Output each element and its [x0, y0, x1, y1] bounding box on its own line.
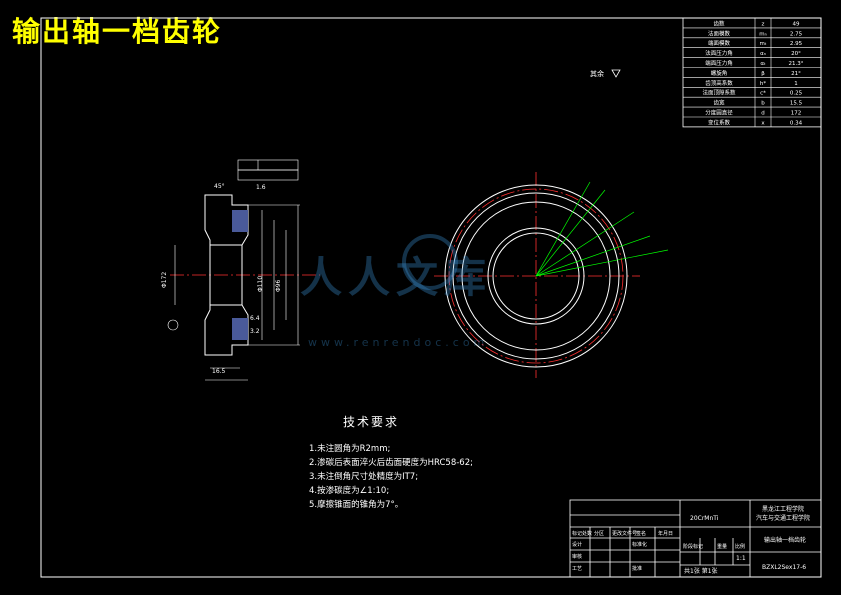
bore-circle: [492, 232, 580, 320]
param-cell: 49: [793, 21, 800, 27]
param-cell: 1: [794, 81, 798, 87]
dimension-label: Φ172: [161, 272, 168, 288]
bore-outer-circle: [487, 227, 585, 325]
svg-text:其余: 其余: [590, 69, 604, 78]
technical-requirements: 技术要求: [343, 415, 399, 429]
param-cell: 2.75: [790, 31, 803, 37]
svg-text:审核: 审核: [572, 553, 582, 560]
param-cell: 2.95: [790, 41, 803, 47]
param-cell: αₜ: [760, 61, 766, 67]
svg-text:设计: 设计: [572, 541, 582, 548]
tech-item: 1.未注圆角为R2mm;: [309, 443, 390, 454]
dept-label: 汽车与交通工程学院: [756, 514, 810, 522]
dimension-label: Φ96: [275, 279, 282, 292]
section-hatch-bottom: [232, 318, 248, 340]
param-cell: 端面模数: [708, 39, 731, 47]
svg-text:人人文库: 人人文库: [300, 253, 492, 302]
param-cell: 172: [791, 111, 802, 117]
svg-text:www.renrendoc.com: www.renrendoc.com: [308, 336, 488, 349]
svg-text:比例: 比例: [735, 543, 745, 550]
param-cell: x: [761, 120, 765, 126]
tech-item: 5.摩擦锥面的锥角为7°。: [309, 499, 403, 510]
param-cell: 齿数: [713, 19, 725, 27]
svg-text:更改文件号: 更改文件号: [612, 530, 637, 537]
leader-line-1: [535, 181, 591, 277]
param-cell: 15.5: [790, 101, 803, 107]
hub-circle: [461, 201, 611, 351]
dimension-label: Φ110: [257, 276, 264, 292]
param-cell: z: [762, 21, 765, 27]
roughness-icon: [611, 69, 621, 78]
gear-front-view: [434, 172, 669, 378]
technical-requirements-list: 1.未注圆角为R2mm; 2.渗碳后表面淬火后齿面硬度为HRC58-62; 3.未注…: [309, 443, 473, 510]
param-cell: 齿顶高系数: [705, 79, 733, 87]
svg-text:技术要求: 技术要求: [343, 415, 399, 429]
param-cell: 21°: [791, 71, 801, 77]
param-cell: 法面顶隙系数: [702, 89, 736, 97]
dimension-label: 16.5: [212, 368, 226, 375]
svg-text:年月日: 年月日: [658, 530, 673, 537]
tech-item: 2.渗碳后表面淬火后齿面硬度为HRC58-62;: [309, 457, 473, 468]
roughness-note: 其余: [590, 69, 621, 78]
watermark-logo-icon: [402, 234, 458, 290]
leader-line-5: [535, 249, 669, 277]
svg-text:批准: 批准: [632, 565, 642, 572]
scale-label: 1:1: [736, 555, 746, 562]
param-cell: 变位系数: [708, 118, 731, 126]
dimension-label: 45°: [214, 183, 225, 190]
dimension-label: 3.2: [250, 328, 260, 335]
watermark: 人人文库 www.renrendoc.com: [300, 234, 492, 349]
drawing-frame: [40, 17, 822, 578]
svg-text:标准化: 标准化: [632, 541, 647, 548]
section-hatch-top: [232, 210, 248, 232]
param-cell: 法面压力角: [705, 49, 733, 57]
gear-section-view: [167, 159, 320, 381]
param-cell: 20°: [791, 51, 801, 57]
svg-text:标记处数: 标记处数: [572, 530, 592, 537]
svg-text:分区: 分区: [594, 530, 604, 537]
parameters-table: 齿数 z 49 法面模数 mₙ 2.75 端面模数 mₜ 2.95 法面压力角 αₙ 20° 端面压力角…: [682, 17, 822, 128]
material-label: 20CrMnTi: [690, 515, 719, 522]
param-cell: mₙ: [759, 31, 767, 37]
tech-item: 4.按渗碳度为∠1:10;: [309, 485, 389, 496]
svg-text:阶段标记: 阶段标记: [683, 543, 703, 550]
param-cell: 0.25: [790, 91, 803, 97]
leader-line-2: [535, 189, 606, 277]
pitch-circle: [448, 188, 624, 364]
param-cell: αₙ: [760, 51, 766, 57]
tip-circle: [444, 184, 628, 368]
tech-item: 3.未注倒角尺寸处精度为IT7;: [309, 471, 418, 482]
svg-text:工艺: 工艺: [572, 566, 582, 572]
leader-line-3: [535, 211, 635, 277]
param-cell: 21.3°: [789, 61, 804, 67]
param-cell: 0.34: [790, 120, 803, 126]
svg-text:重量: 重量: [717, 543, 727, 550]
param-cell: d: [761, 111, 765, 117]
param-cell: 齿宽: [713, 99, 725, 107]
sheet-info-label: 共1张 第1张: [684, 567, 718, 575]
leader-line-4: [535, 235, 651, 277]
school-label: 黑龙江工程学院: [762, 505, 804, 513]
title-block: [569, 499, 822, 578]
drawing-no-label: BZXL2Sex17-6: [762, 564, 806, 571]
param-cell: 法面模数: [708, 29, 731, 37]
param-cell: β: [761, 71, 765, 77]
root-circle: [452, 192, 620, 360]
param-cell: c*: [760, 91, 766, 97]
drawing-title: 输出轴一档齿轮: [12, 15, 223, 48]
param-cell: mₜ: [760, 41, 767, 47]
dimension-label: 1.6: [256, 184, 266, 191]
param-cell: 端面压力角: [705, 59, 733, 67]
param-cell: 分度圆直径: [705, 109, 733, 117]
param-cell: b: [761, 101, 765, 107]
datum-circle: [167, 319, 179, 331]
param-cell: h*: [760, 81, 766, 87]
svg-text:签名: 签名: [636, 530, 646, 537]
dimension-label: 6.4: [250, 315, 260, 322]
part-name-label: 输出轴一档齿轮: [764, 536, 806, 544]
param-cell: 螺旋角: [711, 69, 728, 77]
title-block-text: 20CrMnTi 黑龙江工程学院 汽车与交通工程学院 输出轴一档齿轮 BZXL2…: [572, 505, 810, 575]
